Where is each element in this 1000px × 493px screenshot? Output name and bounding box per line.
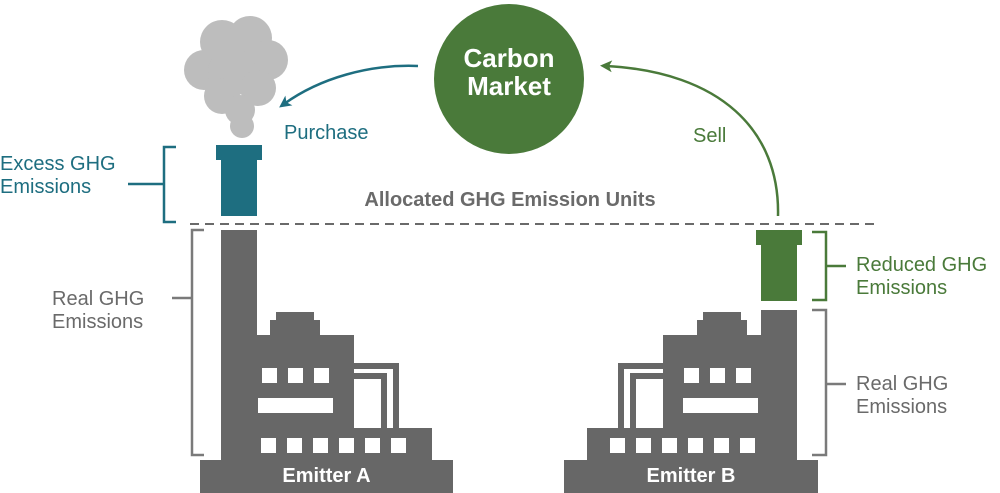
emitter-b-real-label: Real GHG Emissions [856,373,948,419]
emitter-a-real-bracket [190,228,204,457]
emitter-b-chimney [761,310,797,430]
emitter-b-reduced-line2: Emissions [856,277,948,299]
emitter-b-factory [564,230,818,493]
emitter-a-excess-label: Excess GHG Emissions [0,153,116,199]
carbon-market-title: Carbon Market [434,44,584,100]
emitter-b-reduced-chimney [756,230,802,245]
emitter-a-real-label: Real GHG Emissions [52,288,144,334]
emitter-b-reduced-line1: Reduced GHG [856,254,988,276]
emitter-a-factory [200,145,453,493]
carbon-market-circle [434,4,584,154]
emitter-b-reduced-label: Reduced GHG Emissions [856,254,987,300]
emitter-b-real-line2: Emissions [856,396,948,418]
emitter-b-reduced-bracket [812,230,828,302]
emitter-a-name: Emitter A [282,465,371,487]
emitter-b-real-line1: Real GHG [856,373,949,395]
emitter-b-real-bracket [812,308,828,457]
emitter-a-excess-chimney [216,145,262,160]
sell-arrow [600,60,780,217]
emitter-a-excess-line2: Emissions [0,176,92,198]
emitter-a-real-line2: Emissions [52,311,144,333]
emitter-b-name: Emitter B [646,465,736,487]
sell-label: Sell [693,125,727,147]
emitter-a-chimney [221,230,257,430]
carbon-market-line1: Carbon [463,43,555,73]
purchase-label: Purchase [284,122,369,144]
emitter-a-excess-bracket [162,145,176,224]
carbon-market-line2: Market [467,71,551,101]
purchase-arrow [279,64,419,108]
allocated-label: Allocated GHG Emission Units [364,189,656,211]
emitter-a-excess-line1: Excess GHG [0,153,116,175]
emitter-a-real-line1: Real GHG [52,288,145,310]
smoke-cloud-icon [184,16,288,138]
